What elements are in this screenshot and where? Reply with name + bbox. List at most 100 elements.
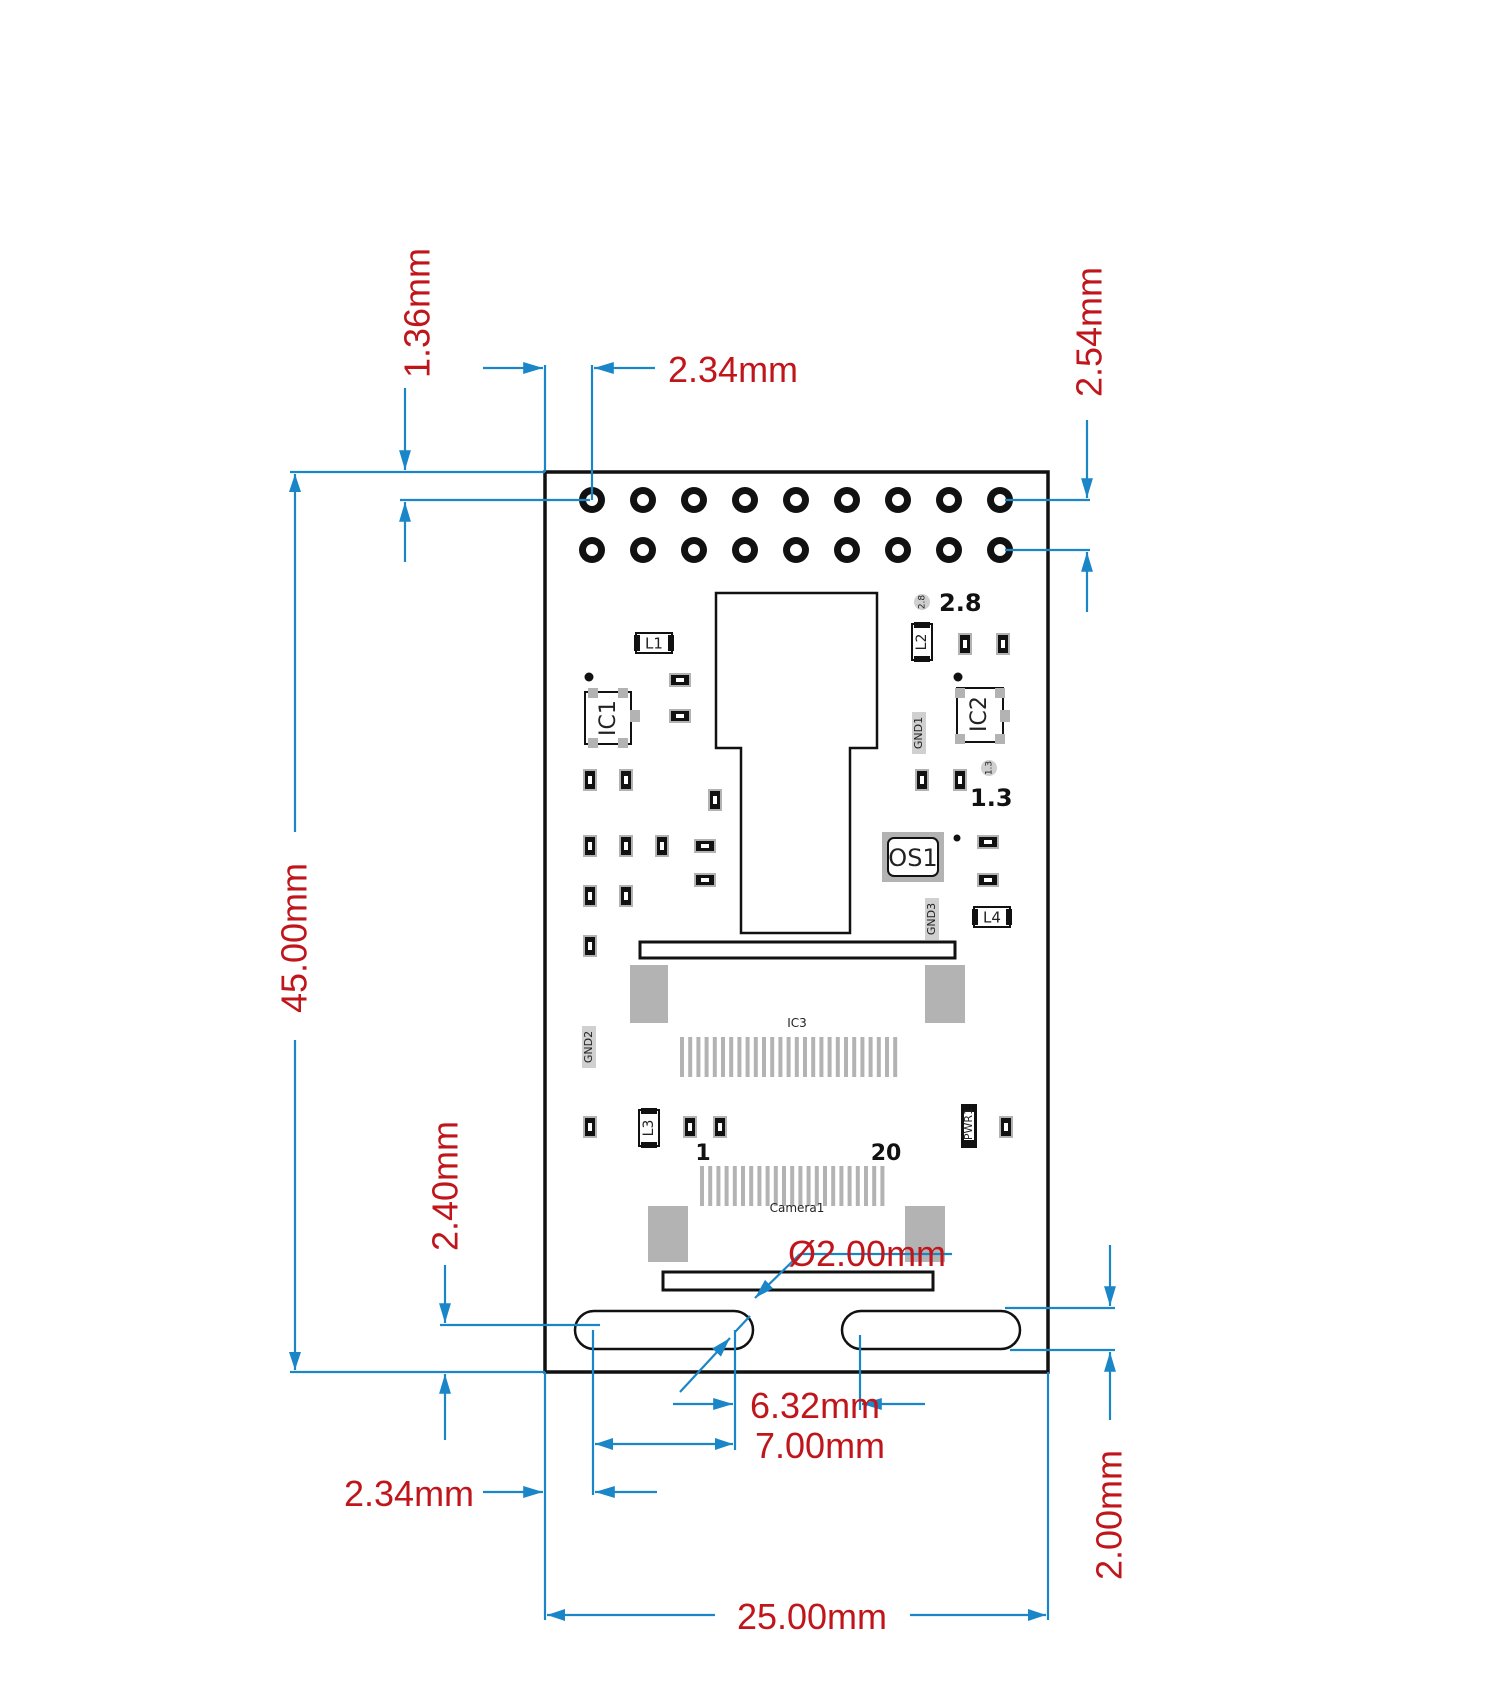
dim-pin-offset-top-label: 2.34mm bbox=[668, 349, 798, 390]
mounting-slot-right bbox=[840, 1309, 1022, 1351]
ic3-pad bbox=[778, 1037, 783, 1077]
header-pin-hole bbox=[892, 544, 904, 556]
connector-bar-top bbox=[638, 940, 957, 960]
header-pin-hole bbox=[994, 494, 1006, 506]
camera-pad bbox=[798, 1166, 803, 1206]
ic3-pad bbox=[876, 1037, 881, 1077]
smd-mark bbox=[588, 1123, 592, 1131]
l4-label: L4 bbox=[983, 909, 1001, 927]
os1-footprint: OS1 bbox=[882, 832, 961, 882]
camera-pad bbox=[823, 1166, 827, 1206]
camera-pad bbox=[724, 1166, 729, 1206]
ic1-footprint: IC1 bbox=[584, 672, 640, 748]
gnd2-pad bbox=[582, 1026, 596, 1068]
ic3-pad bbox=[745, 1037, 750, 1077]
gnd1-label: GND1 bbox=[912, 717, 925, 749]
smd-mark bbox=[984, 840, 992, 844]
header-pin-hole bbox=[790, 544, 802, 556]
header-pin-hole bbox=[586, 544, 598, 556]
smd-mark bbox=[588, 776, 592, 784]
dim-slot-offset-label: 2.40mm bbox=[425, 1121, 466, 1251]
l1-label: L1 bbox=[645, 635, 663, 653]
camera-pad bbox=[831, 1166, 836, 1206]
ic3-pad bbox=[803, 1037, 807, 1077]
header-pin-hole bbox=[688, 544, 700, 556]
camera-pad bbox=[855, 1166, 860, 1206]
camera-pad bbox=[839, 1166, 844, 1206]
dim-pitch-label: 2.54mm bbox=[1069, 267, 1110, 397]
smd-mark bbox=[624, 842, 628, 850]
pwr-led: PWR1 bbox=[961, 1104, 977, 1148]
header-pin-hole bbox=[739, 494, 751, 506]
ic3-pad bbox=[680, 1037, 684, 1077]
camera-pad-right bbox=[905, 1206, 945, 1262]
ic3-pad bbox=[721, 1037, 725, 1077]
dim-hole-leader-bottom bbox=[679, 1337, 731, 1393]
header-pin-hole bbox=[943, 494, 955, 506]
smd-mark bbox=[701, 844, 709, 848]
ic3-pad bbox=[770, 1037, 775, 1077]
header-pin-hole bbox=[739, 544, 751, 556]
header-pin-hole bbox=[943, 544, 955, 556]
ic2-label: IC2 bbox=[967, 696, 992, 732]
camera-fine-pads bbox=[700, 1166, 885, 1206]
dim-slot-outer-label: 7.00mm bbox=[755, 1425, 885, 1466]
camera-pad bbox=[814, 1166, 819, 1206]
camera-pad bbox=[741, 1166, 745, 1206]
gnd3-pad bbox=[925, 898, 939, 940]
ic3-pad-left bbox=[630, 965, 668, 1023]
smd-mark bbox=[588, 892, 592, 900]
gnd1-pad bbox=[912, 712, 926, 754]
camera-pad bbox=[864, 1166, 868, 1206]
ic3-pad bbox=[835, 1037, 840, 1077]
l1-inductor: L1 bbox=[634, 632, 674, 654]
label-1v3: 1.3 bbox=[970, 784, 1013, 812]
tp-1v3-small-label: 1.3 bbox=[985, 761, 995, 775]
header-pin-hole bbox=[637, 494, 649, 506]
smd-mark bbox=[963, 640, 967, 648]
smd-mark bbox=[660, 842, 664, 850]
camera-pad bbox=[716, 1166, 721, 1206]
ic3-pad bbox=[860, 1037, 865, 1077]
ic3-pad bbox=[844, 1037, 848, 1077]
pin20-label: 20 bbox=[871, 1141, 902, 1166]
l2-inductor: L2 bbox=[911, 622, 933, 662]
smd-mark bbox=[1001, 640, 1005, 648]
smd-mark bbox=[701, 878, 709, 882]
ic3-pad bbox=[704, 1037, 709, 1077]
header-pin-hole bbox=[688, 494, 700, 506]
camera-pad bbox=[782, 1166, 786, 1206]
ic3-pad bbox=[794, 1037, 799, 1077]
l4-inductor: L4 bbox=[972, 906, 1012, 928]
ic3-fine-pads bbox=[680, 1037, 898, 1077]
ic3-pad bbox=[868, 1037, 873, 1077]
smd-mark bbox=[688, 1123, 692, 1131]
ic3-pad bbox=[696, 1037, 701, 1077]
dimension-lines bbox=[289, 362, 1116, 1621]
header-pin-hole bbox=[994, 544, 1006, 556]
tp-2v8 bbox=[914, 594, 930, 610]
tp-1v3 bbox=[981, 760, 997, 776]
camera-pad bbox=[773, 1166, 778, 1206]
camera-pad bbox=[880, 1166, 885, 1206]
ic3-pad bbox=[688, 1037, 693, 1077]
l2-label: L2 bbox=[914, 634, 930, 651]
ic3-pad bbox=[737, 1037, 742, 1077]
dim-hole-leader bbox=[754, 1253, 801, 1299]
header-pin-hole bbox=[790, 494, 802, 506]
dim-hole-diameter-label: Ø2.00mm bbox=[788, 1233, 946, 1274]
smd-mark bbox=[624, 892, 628, 900]
dimension-labels: 1.36mm 2.34mm 2.54mm 45.00mm 2.40mm Ø2.0… bbox=[274, 248, 1130, 1637]
camera-pad bbox=[790, 1166, 795, 1206]
l3-inductor: L3 bbox=[638, 1108, 660, 1148]
ic3-pad bbox=[893, 1037, 898, 1077]
dim-slot-height-label: 2.00mm bbox=[1089, 1450, 1130, 1580]
connector-bar-bottom bbox=[661, 1270, 935, 1292]
smd-components bbox=[583, 633, 1013, 1138]
header-pin-hole bbox=[637, 544, 649, 556]
ic3-pad bbox=[852, 1037, 857, 1077]
camera-pad bbox=[806, 1166, 811, 1206]
header-pins bbox=[579, 487, 1013, 563]
ic3-pad bbox=[819, 1037, 824, 1077]
